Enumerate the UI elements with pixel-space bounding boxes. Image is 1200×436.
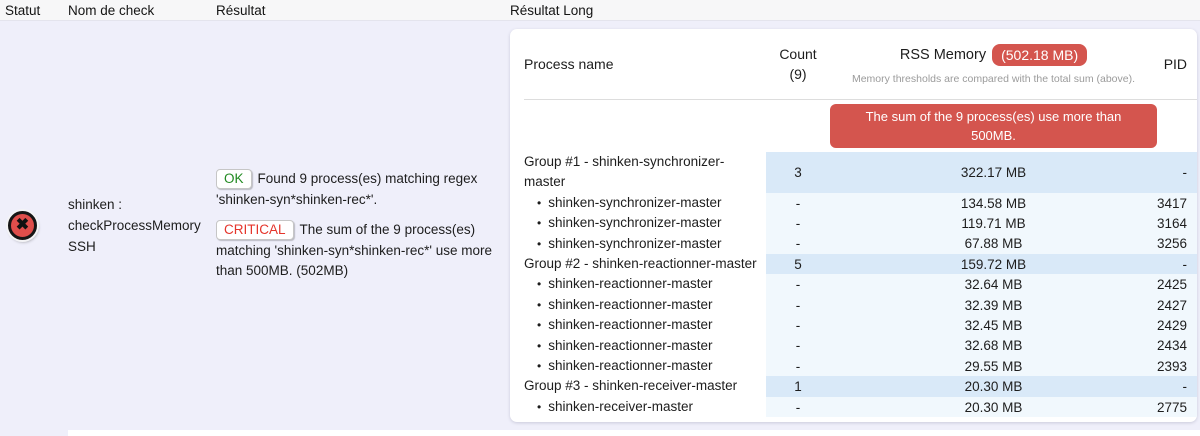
- process-table-body: Group #1 - shinken-synchronizer-master 3…: [524, 152, 1198, 418]
- memory-cell: 20.30 MB: [830, 396, 1157, 418]
- pid-cell: 2434: [1157, 335, 1198, 357]
- process-name-cell: Group #3 - shinken-receiver-master: [524, 378, 738, 394]
- count-header-line2: (9): [789, 66, 807, 82]
- process-name-cell: shinken-reactionner-master: [524, 274, 766, 294]
- table-row: shinken-reactionner-master - 29.55 MB 23…: [524, 356, 1198, 377]
- rss-memory-header: RSS Memory (502.18 MB) Memory thresholds…: [830, 29, 1157, 99]
- alert-banner-row: The sum of the 9 process(es) use more th…: [524, 100, 1197, 152]
- memory-cell: 67.88 MB: [830, 233, 1157, 255]
- memory-cell: 134.58 MB: [830, 192, 1157, 214]
- process-name-cell: shinken-synchronizer-master: [524, 234, 766, 254]
- process-name-cell: shinken-synchronizer-master: [524, 193, 766, 213]
- count-cell: -: [766, 213, 830, 234]
- count-cell: 3: [766, 152, 830, 193]
- count-cell: 5: [766, 254, 830, 275]
- table-row: shinken-reactionner-master - 32.39 MB 24…: [524, 294, 1198, 316]
- process-name-cell: shinken-reactionner-master: [524, 295, 766, 315]
- table-row: shinken-reactionner-master - 32.45 MB 24…: [524, 315, 1198, 336]
- column-header-statut: Statut: [5, 2, 41, 18]
- table-row: shinken-receiver-master - 20.30 MB 2775: [524, 396, 1198, 418]
- rss-total-badge: (502.18 MB): [992, 43, 1088, 66]
- table-row: shinken-synchronizer-master - 67.88 MB 3…: [524, 233, 1198, 255]
- process-name-cell: shinken-synchronizer-master: [524, 213, 766, 233]
- table-row: shinken-synchronizer-master - 134.58 MB …: [524, 192, 1198, 214]
- table-row: Group #2 - shinken-reactionner-master 5 …: [524, 254, 1198, 275]
- process-name-cell: Group #1 - shinken-synchronizer-master: [524, 154, 725, 190]
- pid-cell: 2393: [1157, 356, 1198, 377]
- process-table-header: Process name Count (9) RSS Memory (502.1…: [524, 29, 1198, 100]
- count-cell: -: [766, 356, 830, 377]
- process-memory-card: Process name Count (9) RSS Memory (502.1…: [510, 29, 1198, 422]
- memory-cell: 32.39 MB: [830, 294, 1157, 316]
- status-critical-icon: ✖: [8, 211, 37, 240]
- column-header-resultat-long: Résultat Long: [510, 2, 594, 18]
- process-name-cell: shinken-receiver-master: [524, 397, 766, 417]
- count-cell: 1: [766, 376, 830, 397]
- pid-cell: 2427: [1157, 294, 1198, 316]
- pid-cell: -: [1157, 152, 1198, 193]
- memory-cell: 322.17 MB: [830, 152, 1157, 193]
- pid-cell: 3417: [1157, 192, 1198, 214]
- count-cell: -: [766, 192, 830, 214]
- table-row: shinken-reactionner-master - 32.68 MB 24…: [524, 335, 1198, 357]
- table-row: Group #3 - shinken-receiver-master 1 20.…: [524, 376, 1198, 397]
- pid-cell: 3164: [1157, 213, 1198, 234]
- rss-memory-header-line: RSS Memory (502.18 MB): [899, 43, 1088, 66]
- memory-cell: 20.30 MB: [830, 376, 1157, 397]
- status-critical-glyph: ✖: [15, 216, 30, 233]
- count-cell: -: [766, 294, 830, 316]
- pid-cell: 2775: [1157, 396, 1198, 418]
- memory-cell: 29.55 MB: [830, 356, 1157, 377]
- memory-cell: 32.68 MB: [830, 335, 1157, 357]
- pid-cell: 2429: [1157, 315, 1198, 336]
- rss-memory-label: RSS Memory: [899, 46, 987, 63]
- memory-alert-banner: The sum of the 9 process(es) use more th…: [830, 104, 1157, 148]
- check-name: shinken : checkProcessMemory SSH: [68, 197, 201, 254]
- rss-threshold-note: Memory thresholds are compared with the …: [851, 72, 1136, 85]
- memory-cell: 119.71 MB: [830, 213, 1157, 234]
- critical-badge: CRITICAL: [216, 220, 294, 241]
- pid-cell: -: [1157, 254, 1198, 275]
- table-row: shinken-synchronizer-master - 119.71 MB …: [524, 213, 1198, 234]
- process-name-cell: Group #2 - shinken-reactionner-master: [524, 256, 757, 272]
- memory-cell: 32.64 MB: [830, 274, 1157, 295]
- column-header-nom-de-check: Nom de check: [68, 2, 155, 18]
- critical-text: The sum of the 9 process(es) matching 's…: [216, 222, 493, 279]
- count-cell: -: [766, 315, 830, 336]
- count-cell: -: [766, 396, 830, 418]
- pid-cell: 2425: [1157, 274, 1198, 295]
- count-header: Count (9): [766, 29, 830, 99]
- status-cell: ✖: [0, 211, 68, 240]
- memory-cell: 32.45 MB: [830, 315, 1157, 336]
- process-name-cell: shinken-reactionner-master: [524, 356, 766, 376]
- result-long-cell: Process name Count (9) RSS Memory (502.1…: [510, 29, 1200, 422]
- process-name-cell: shinken-reactionner-master: [524, 336, 766, 356]
- count-cell: -: [766, 335, 830, 357]
- ok-badge: OK: [216, 169, 252, 190]
- pid-cell: 3256: [1157, 233, 1198, 255]
- count-cell: -: [766, 274, 830, 295]
- pid-header: PID: [1163, 56, 1188, 72]
- pid-cell: -: [1157, 376, 1198, 397]
- ok-text: Found 9 process(es) matching regex 'shin…: [216, 171, 478, 207]
- column-header-resultat: Résultat: [216, 2, 266, 18]
- table-header-row: Statut Nom de check Résultat Résultat Lo…: [0, 0, 1200, 21]
- next-row-edge: [68, 430, 1200, 436]
- process-name-header: Process name: [524, 56, 614, 72]
- memory-cell: 159.72 MB: [830, 254, 1157, 275]
- table-row: shinken-reactionner-master - 32.64 MB 24…: [524, 274, 1198, 295]
- count-cell: -: [766, 233, 830, 255]
- process-name-cell: shinken-reactionner-master: [524, 315, 766, 335]
- table-row: Group #1 - shinken-synchronizer-master 3…: [524, 152, 1198, 193]
- count-header-line1: Count: [779, 46, 817, 62]
